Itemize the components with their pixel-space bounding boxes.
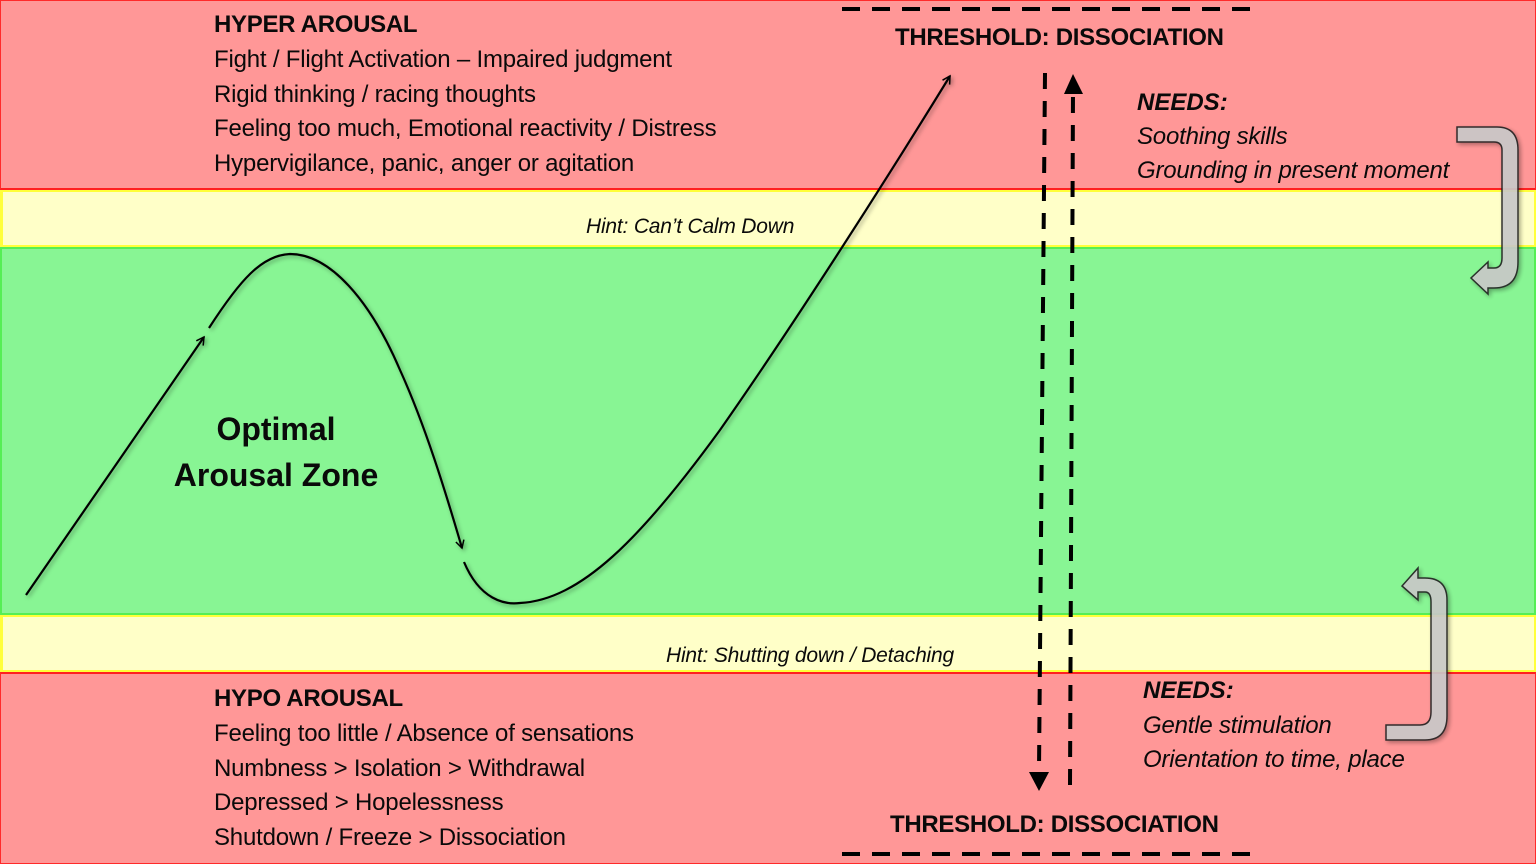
curve-peak [208,252,465,550]
threshold-label-bottom: THRESHOLD: DISSOCIATION [890,811,1219,838]
hypo-needs-item: Orientation to time, place [1143,746,1405,773]
hypo-item: Numbness > Isolation > Withdrawal [214,755,585,782]
dissociation-down-arrow [1029,72,1049,791]
hypo-item: Feeling too little / Absence of sensatio… [214,720,634,747]
hyper-needs-item: Soothing skills [1137,123,1288,150]
optimal-label-line1: Optimal [216,411,336,447]
optimal-arousal-zone [0,247,1536,615]
hyper-item: Fight / Flight Activation – Impaired jud… [214,46,672,73]
hypo-arousal-title: HYPO AROUSAL [214,685,403,712]
hyper-item: Feeling too much, Emotional reactivity /… [214,115,717,142]
arousal-curve [25,74,951,605]
optimal-zone-label: Optimal Arousal Zone [160,406,392,498]
hypo-needs-item: Gentle stimulation [1143,712,1332,739]
optimal-label-line2: Arousal Zone [173,457,379,493]
hyper-needs-title: NEEDS: [1137,89,1228,116]
hyper-arousal-zone [0,0,1536,190]
curve-rise-arrow [25,335,205,596]
hint-zone-bottom [0,615,1536,672]
hyper-arousal-title: HYPER AROUSAL [214,11,418,38]
curve-trough [462,74,951,605]
dissociation-up-arrow [1064,74,1083,786]
hint-zone-top [0,190,1536,247]
hypo-item: Depressed > Hopelessness [214,789,504,816]
hyper-item: Rigid thinking / racing thoughts [214,81,536,108]
hyper-needs-item: Grounding in present moment [1137,157,1450,184]
curved-arrow-down-icon [1456,126,1519,296]
hint-cant-calm-down: Hint: Can’t Calm Down [586,215,795,238]
hypo-needs-title: NEEDS: [1143,677,1234,704]
hypo-item: Shutdown / Freeze > Dissociation [214,824,566,851]
hint-shutting-down: Hint: Shutting down / Detaching [666,644,954,667]
hyper-item: Hypervigilance, panic, anger or agitatio… [214,150,635,177]
curved-arrow-up-icon [1385,566,1448,741]
hypo-arousal-zone [0,672,1536,864]
threshold-label-top: THRESHOLD: DISSOCIATION [895,24,1224,51]
